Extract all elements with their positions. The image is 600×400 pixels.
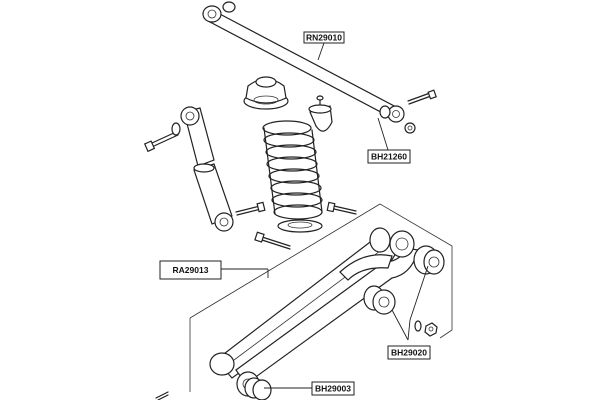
svg-text:RA29013: RA29013 (173, 265, 209, 275)
bushing-bh29003[interactable] (244, 377, 272, 400)
svg-text:RN29010: RN29010 (306, 33, 342, 43)
edge-fragment (155, 391, 169, 400)
spring-lower-insulator[interactable] (277, 219, 323, 233)
svg-text:BH21260: BH21260 (371, 152, 407, 162)
label-ra29013[interactable]: RA29013 (159, 260, 269, 280)
trailing-arm-mount-plane (189, 203, 453, 392)
lateral-link-nut[interactable] (404, 122, 416, 134)
arm-upper-bolt[interactable] (326, 201, 357, 215)
arm-nut[interactable] (414, 320, 438, 337)
svg-text:BH29020: BH29020 (391, 348, 427, 358)
shock-upper-washer[interactable] (171, 122, 181, 136)
shock-lower-bolt[interactable] (235, 201, 266, 216)
shock-upper-bolt[interactable] (143, 131, 179, 153)
spring-upper-seat[interactable] (243, 76, 289, 110)
label-bh21260[interactable]: BH21260 (367, 117, 411, 164)
bushing-bh29020-upper[interactable] (413, 245, 445, 275)
coil-spring[interactable] (262, 120, 323, 220)
shock-absorber[interactable] (180, 106, 234, 232)
lateral-link-bolt[interactable] (407, 89, 437, 105)
svg-text:BH29003: BH29003 (315, 384, 351, 394)
label-rn29010[interactable]: RN29010 (303, 31, 345, 61)
lateral-link-rod[interactable] (202, 1, 405, 123)
label-bh29020[interactable]: BH29020 (387, 265, 431, 360)
bushing-bh29020-lower[interactable] (363, 285, 396, 315)
trailing-arm-front-bushing[interactable] (369, 227, 415, 258)
bump-stop[interactable] (308, 95, 333, 132)
trailing-arm[interactable] (215, 235, 419, 385)
label-bh29003[interactable]: BH29003 (264, 381, 355, 396)
arm-pivot-bolt[interactable] (254, 231, 291, 250)
